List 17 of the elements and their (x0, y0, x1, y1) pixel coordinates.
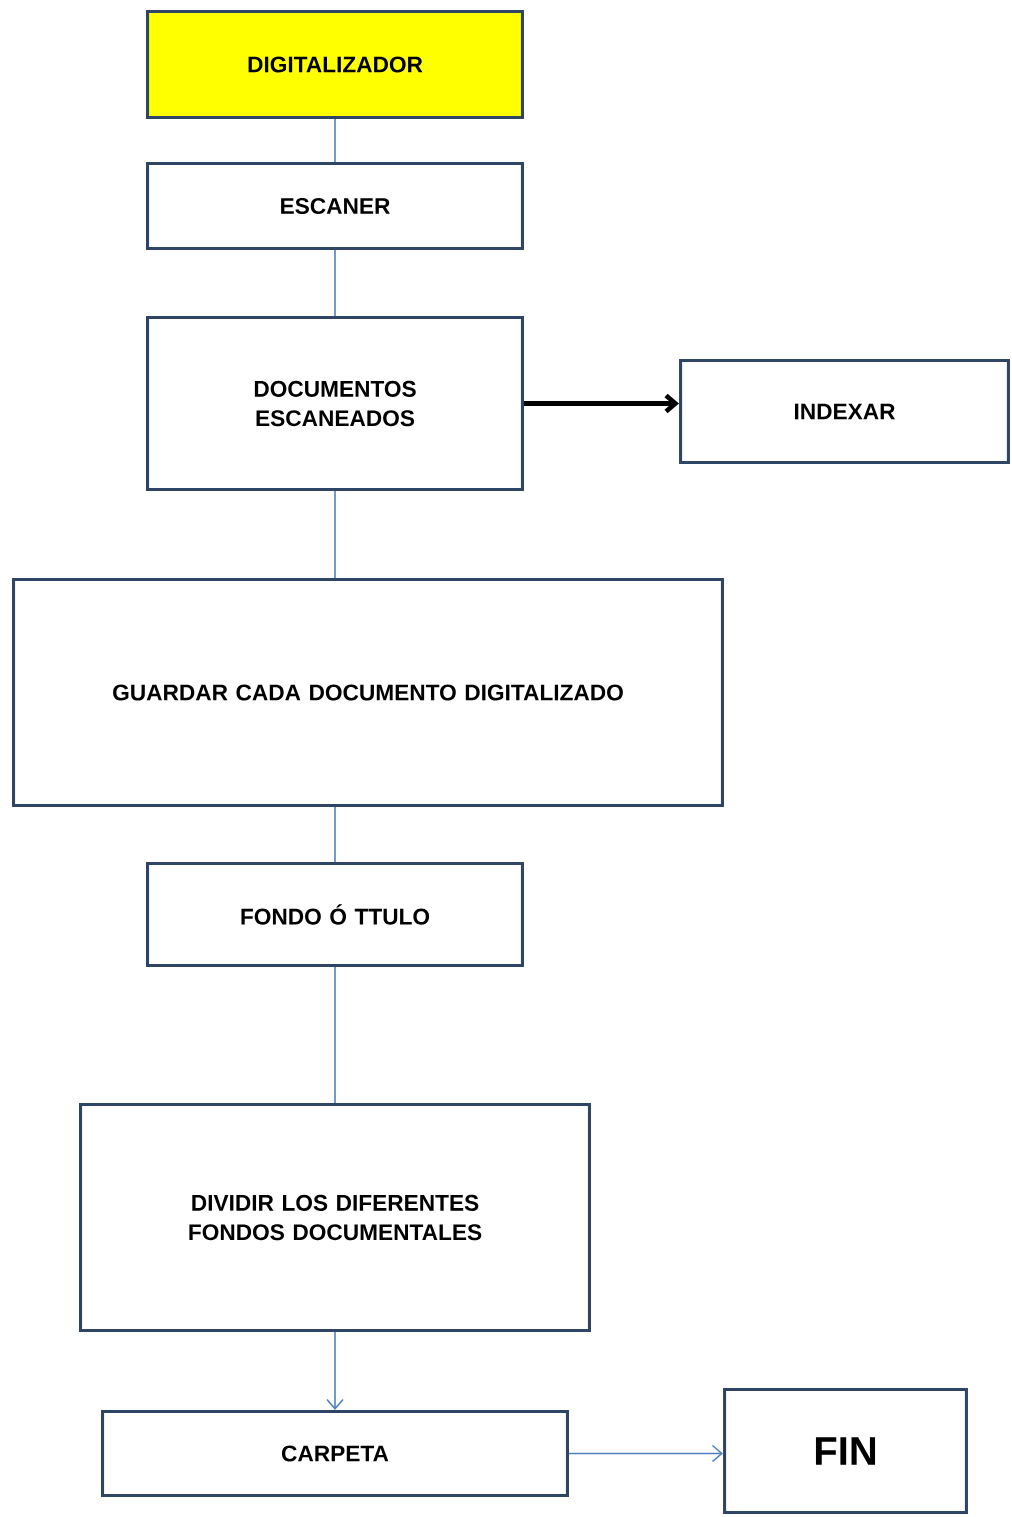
arrow (524, 393, 680, 414)
arrow (326, 1331, 344, 1410)
connector-line (334, 966, 336, 1104)
process-box: DIVIDIR LOS DIFERENTES FONDOS DOCUMENTALES (79, 1103, 591, 1332)
arrow (568, 1444, 724, 1463)
connector-line (334, 806, 336, 863)
process-box: GUARDAR CADA DOCUMENTO DIGITALIZADO (12, 578, 724, 807)
process-box: ESCANER (146, 162, 524, 250)
connector-line (334, 490, 336, 579)
process-box: CARPETA (101, 1409, 569, 1498)
connector-line (334, 118, 336, 163)
process-box: INDEXAR (679, 358, 1010, 465)
process-box: FONDO Ó TTULO (146, 861, 524, 968)
end-box: FIN (723, 1388, 968, 1514)
process-box: DOCUMENTOS ESCANEADOS (146, 316, 524, 491)
start-box: DIGITALIZADOR (146, 9, 524, 120)
connector-line (334, 249, 336, 317)
